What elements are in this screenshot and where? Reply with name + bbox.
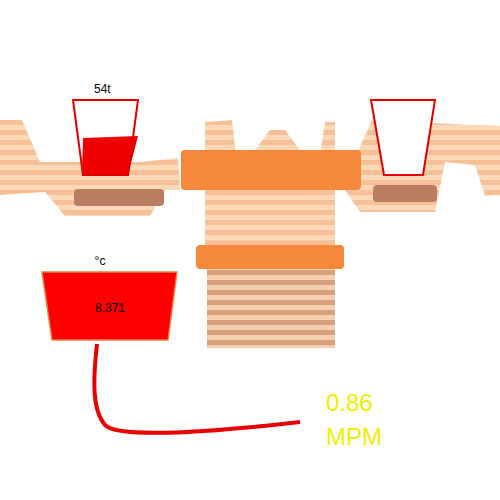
- tank-box: °c 8.371: [40, 252, 180, 344]
- speed-readout: 0.86 MPM: [326, 386, 406, 454]
- reading-value: 8.371: [60, 301, 160, 315]
- unit-label: °c: [88, 254, 112, 268]
- upper-plate: [181, 150, 361, 190]
- left-beam: [0, 120, 180, 216]
- cup-rim: [73, 100, 138, 175]
- tank-body: [42, 272, 177, 340]
- tank-outline: [40, 252, 180, 344]
- filled-cup: 54t: [66, 78, 146, 178]
- left-pad: [74, 189, 164, 206]
- signal-wire: [94, 344, 300, 433]
- empty-cup: [371, 100, 435, 175]
- lower-plate: [196, 245, 344, 269]
- lower-housing: [207, 266, 335, 348]
- cup-label: 54t: [94, 82, 111, 96]
- right-pad: [373, 185, 437, 202]
